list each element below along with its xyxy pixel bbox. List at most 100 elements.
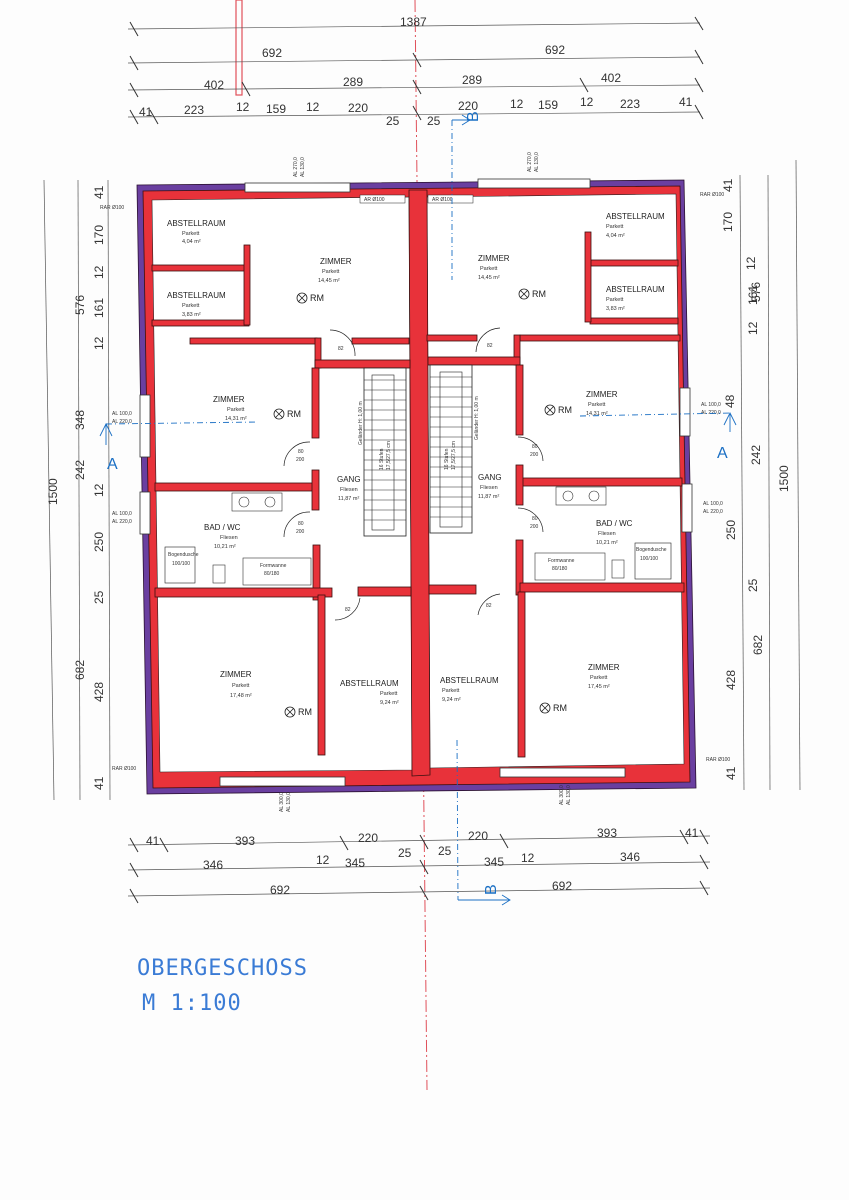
- al-bot-right-2: AL 130,0: [566, 785, 572, 805]
- section-a-left: A: [107, 456, 118, 473]
- dim-bot-r1-0: 41: [146, 834, 160, 848]
- wall-l-j: [311, 469, 320, 511]
- rm-label-6: RM: [553, 703, 567, 713]
- smoke-detectors: [273, 288, 556, 718]
- wall-l-g: [314, 359, 411, 369]
- dim-bot-r1-3: 25: [398, 846, 412, 860]
- wall-l-e: [351, 337, 410, 345]
- ar-label-right: AR Ø100: [432, 197, 453, 203]
- dim-top-r4-1: 223: [184, 103, 204, 117]
- wall-l-a: [151, 264, 250, 272]
- window-top-right: [477, 178, 591, 189]
- door-swings: [283, 327, 544, 621]
- room-name-l-zimmer-mid: ZIMMER: [213, 395, 245, 404]
- wall-r-a: [589, 259, 679, 267]
- dim-top-r4-9: 12: [510, 97, 524, 111]
- svg-text:10,21 m²: 10,21 m²: [214, 544, 236, 550]
- al-label-l2: AL 220,0: [112, 419, 132, 425]
- al-top-right-2: AL 130,0: [534, 152, 540, 172]
- svg-text:14,45 m²: 14,45 m²: [478, 275, 500, 281]
- svg-text:9,24 m²: 9,24 m²: [442, 697, 461, 703]
- dim-top-total: 1387: [400, 15, 427, 29]
- rar-label-tr: RAR Ø100: [700, 192, 724, 198]
- rm-icon: [284, 706, 296, 718]
- svg-text:Parkett: Parkett: [606, 224, 624, 230]
- svg-text:Fliesen: Fliesen: [598, 531, 616, 537]
- wall-l-n: [317, 594, 326, 756]
- dim-bot-r2-2: 345: [345, 856, 365, 870]
- dim-left-r3-3: 161: [92, 298, 106, 318]
- dusche-label-left: Bogendusche: [168, 552, 199, 558]
- room-name-r-abstell3: ABSTELLRAUM: [440, 676, 499, 685]
- dim-right-r3-4: 12: [746, 321, 760, 335]
- dim-right-r3-6: 250: [724, 520, 738, 540]
- dim-left-r3-9: 41: [92, 776, 106, 790]
- room-name-r-zimmer-bot: ZIMMER: [588, 663, 620, 672]
- door-label-f: 82: [345, 607, 351, 613]
- door-label-k: 200: [530, 524, 539, 530]
- door-label-i: 200: [530, 452, 539, 458]
- dim-right-r3-5: 48: [723, 394, 737, 408]
- dim-left-r3-4: 12: [92, 336, 106, 350]
- stufen-label-right: 16 Stufen: [444, 448, 450, 470]
- dim-bot-r2-5: 346: [620, 850, 640, 864]
- door-label-g: 82: [487, 343, 493, 349]
- svg-text:17,45 m²: 17,45 m²: [588, 684, 610, 690]
- rm-label-4: RM: [532, 289, 546, 299]
- stairs-right: Geländer H: 1,00 m 16 Stufen 17,5/27,5 c…: [429, 364, 480, 534]
- dim-right-r3-9: 41: [724, 766, 738, 780]
- stufen-label-left: 16 Stufen: [379, 448, 385, 470]
- dim-bot-r2-3: 345: [484, 855, 504, 869]
- bath-fixtures-right: [534, 486, 672, 581]
- section-a-right: A: [717, 445, 728, 462]
- dim-bot-r2-1: 12: [316, 853, 330, 867]
- rar-label-tl: RAR Ø100: [100, 205, 124, 211]
- top-dimensions: 1387 692 692 402 289 289 402 41 223 12 1…: [127, 15, 704, 128]
- wall-r-n: [517, 591, 526, 758]
- dim-left-total: 1500: [46, 478, 60, 505]
- room-name-r-abstell2: ABSTELLRAUM: [606, 285, 665, 294]
- dim-left-r3-8: 428: [92, 682, 106, 702]
- svg-text:9,24 m²: 9,24 m²: [380, 700, 399, 706]
- svg-text:Fliesen: Fliesen: [340, 487, 358, 493]
- door-label-j: 80: [532, 516, 538, 522]
- wall-l-i: [154, 482, 316, 492]
- svg-text:11,87 m²: 11,87 m²: [338, 496, 359, 502]
- dim-right-r3-8: 428: [724, 670, 738, 690]
- window-right-bath: [681, 483, 693, 533]
- rm-label-2: RM: [287, 409, 301, 419]
- dim-bot-r1-4: 25: [438, 844, 452, 858]
- stairs-left: Geländer H: 1,00 m 16 Stufen 17,5/27,5 c…: [358, 367, 407, 537]
- door-label-h: 80: [532, 444, 538, 450]
- dim-top-half-left: 692: [262, 46, 282, 60]
- svg-text:14,45 m²: 14,45 m²: [318, 278, 340, 284]
- section-b-bottom: B: [483, 884, 500, 895]
- window-left-mid: [139, 394, 151, 458]
- dim-left-r3-1: 170: [92, 225, 106, 245]
- rar-label-bl: RAR Ø100: [112, 766, 136, 772]
- room-name-l-abstell1: ABSTELLRAUM: [167, 219, 226, 228]
- dim-top-r3-2: 289: [462, 73, 482, 87]
- dim-bot-r3-0: 692: [270, 883, 290, 897]
- rar-label-br: RAR Ø100: [706, 757, 730, 763]
- dim-top-r4-4: 12: [306, 100, 320, 114]
- wanne-label-left: Formwanne: [260, 563, 287, 569]
- wall-r-d: [519, 334, 681, 342]
- dim-top-r4-6: 25: [386, 114, 400, 128]
- left-dimensions: 1500 576 348 242 682 41 170 12 161 12 12…: [43, 179, 111, 801]
- svg-text:Fliesen: Fliesen: [480, 485, 498, 491]
- dim-right-r3-3: 161: [746, 285, 760, 305]
- svg-text:Parkett: Parkett: [232, 683, 250, 689]
- room-name-l-abstell2: ABSTELLRAUM: [167, 291, 226, 300]
- dim-right-r3-7: 25: [746, 578, 760, 592]
- room-name-r-zimmer-mid: ZIMMER: [586, 390, 618, 399]
- gelaender-label-left: Geländer H: 1,00 m: [358, 401, 364, 445]
- room-name-l-gang: GANG: [337, 475, 361, 484]
- drawing-title: OBERGESCHOSS: [137, 956, 308, 981]
- steig-label-left: 17,5/27,5 cm: [386, 441, 392, 470]
- dim-top-r4-13: 41: [679, 95, 693, 109]
- rm-icon: [518, 288, 530, 300]
- door-label-c: 200: [296, 457, 305, 463]
- dim-bot-r1-2: 220: [358, 831, 378, 845]
